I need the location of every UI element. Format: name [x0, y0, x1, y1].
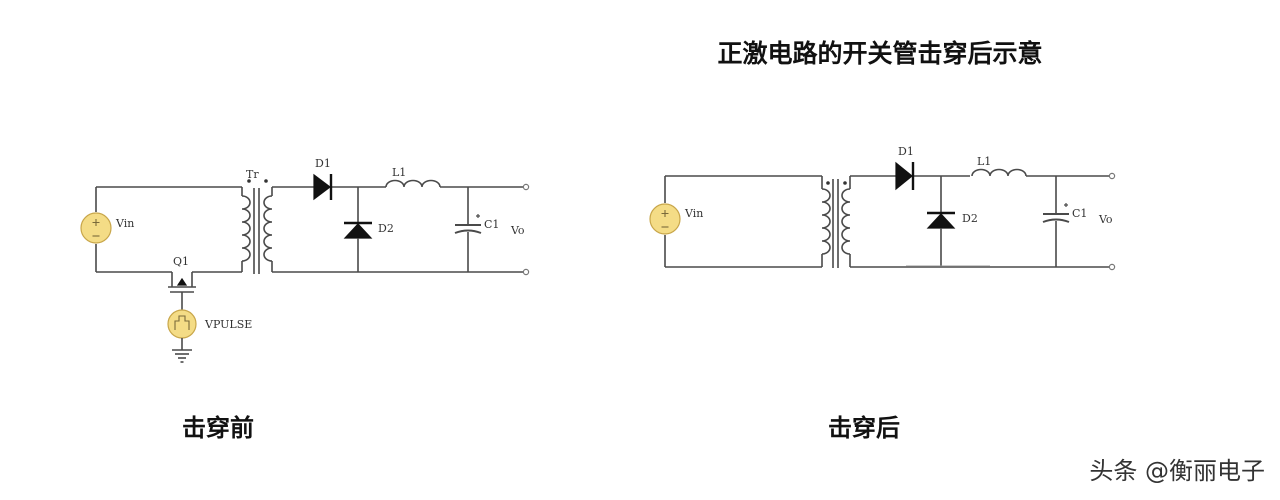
- watermark: 头条 @衡丽电子: [1089, 457, 1265, 485]
- diode-d2-after: [926, 176, 956, 267]
- d1-label-after: D1: [898, 145, 914, 158]
- transformer-after: [821, 176, 851, 268]
- inductor-l1-before: [385, 179, 441, 188]
- vin-label-after: Vin: [684, 207, 703, 220]
- vpulse-label-before: VPULSE: [204, 318, 252, 331]
- circuit-before: Vin Tr D1 L1: [80, 157, 530, 363]
- d2-label-before: D2: [378, 222, 394, 235]
- circuit-after: Vin D1 L1: [649, 145, 1116, 271]
- caption-after: 击穿后: [828, 414, 900, 442]
- transformer-before: [241, 179, 273, 274]
- capacitor-c1-after: [1042, 176, 1070, 267]
- tr-label-before: Tr: [246, 168, 259, 181]
- q1-label-before: Q1: [173, 255, 189, 268]
- diode-d2-before: [343, 187, 373, 272]
- inductor-l1-after: [971, 168, 1027, 177]
- caption-before: 击穿前: [182, 414, 254, 442]
- mosfet-q1-before: [168, 272, 196, 310]
- vo-label-before: Vo: [510, 224, 525, 237]
- capacitor-c1-before: [454, 187, 482, 272]
- vo-label-after: Vo: [1098, 213, 1113, 226]
- c1-label-after: C1: [1072, 207, 1087, 220]
- vpulse-source-before: [167, 309, 197, 339]
- diode-d1-after: [895, 161, 915, 191]
- figure-title: 正激电路的开关管击穿后示意: [717, 39, 1042, 68]
- vin-source-after: [649, 203, 681, 235]
- c1-label-before: C1: [484, 218, 499, 231]
- d1-label-before: D1: [315, 157, 331, 170]
- vin-label-before: Vin: [115, 217, 134, 230]
- l1-label-before: L1: [392, 166, 406, 179]
- l1-label-after: L1: [977, 155, 991, 168]
- diode-d1-before: [313, 173, 333, 201]
- d2-label-after: D2: [962, 212, 978, 225]
- primary-loop-after: [664, 175, 822, 268]
- ground-icon: [172, 338, 192, 363]
- vin-source-before: [80, 212, 112, 244]
- primary-loop-before: [95, 186, 242, 273]
